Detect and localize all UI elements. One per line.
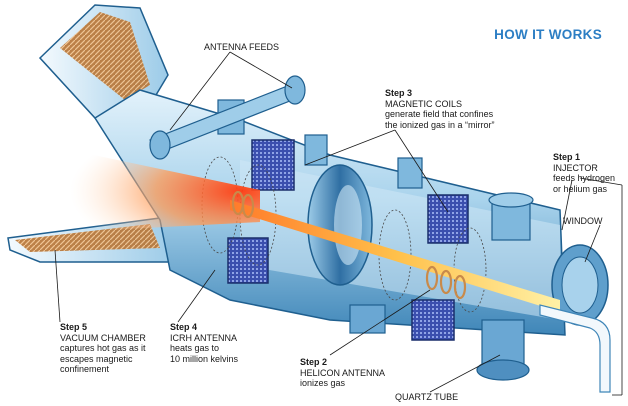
step-3-heading: Step 3 (385, 88, 413, 98)
window-flange (551, 244, 609, 326)
step-5-desc-3: confinement (60, 364, 110, 374)
step-4-desc-2: 10 million kelvins (170, 353, 239, 364)
step-2-name: HELICON ANTENNA (300, 367, 386, 378)
icrh-antenna (231, 190, 255, 219)
step-3-desc-2: the ionized gas in a “mirror” (385, 119, 495, 130)
step-5-desc-2: escapes magnetic (60, 353, 133, 364)
diagram-title: HOW IT WORKS (494, 27, 602, 42)
step-5-heading: Step 5 (60, 322, 88, 332)
quartz-tube-label: QUARTZ TUBE (395, 392, 459, 402)
step-1-callout: Step 1 INJECTOR feeds hydrogen or helium… (553, 152, 615, 194)
quartz-injector-tube (539, 304, 611, 393)
step-1-desc-2: or helium gas (553, 183, 608, 194)
central-disk (307, 164, 373, 286)
step-1-name: INJECTOR (553, 162, 598, 173)
step-5-desc-1: captures hot gas as it (60, 343, 146, 353)
vacuum-chamber-upper-horn (38, 4, 169, 121)
step-4-name: ICRH ANTENNA (170, 332, 238, 343)
step-3-name: MAGNETIC COILS (385, 98, 463, 109)
step-4-heading: Step 4 (170, 322, 198, 332)
step-2-desc-1: ionizes gas (300, 378, 346, 388)
antenna-feeds-label: ANTENNA FEEDS (204, 42, 280, 52)
step-1-heading: Step 1 (553, 152, 581, 162)
step-2-heading: Step 2 (300, 357, 328, 367)
window-label: WINDOW (563, 216, 603, 226)
step-5-name: VACUUM CHAMBER (60, 332, 146, 343)
step-3-desc-1: generate field that confines (385, 109, 494, 119)
step-3-callout: Step 3 MAGNETIC COILS generate field tha… (385, 88, 495, 130)
step-4-desc-1: heats gas to (170, 343, 220, 353)
helicon-antenna (425, 265, 467, 300)
step-4-callout: Step 4 ICRH ANTENNA heats gas to 10 mill… (170, 322, 238, 364)
step-5-callout: Step 5 VACUUM CHAMBER captures hot gas a… (60, 322, 146, 375)
antenna-feed-pipe (149, 75, 306, 160)
magnetic-coils (227, 139, 469, 341)
step-1-desc-1: feeds hydrogen (553, 173, 616, 183)
plasma-beam (230, 200, 560, 312)
step-2-callout: Step 2 HELICON ANTENNA ionizes gas (300, 357, 385, 389)
plasma-exhaust (70, 150, 260, 232)
leader-lines (54, 51, 623, 396)
